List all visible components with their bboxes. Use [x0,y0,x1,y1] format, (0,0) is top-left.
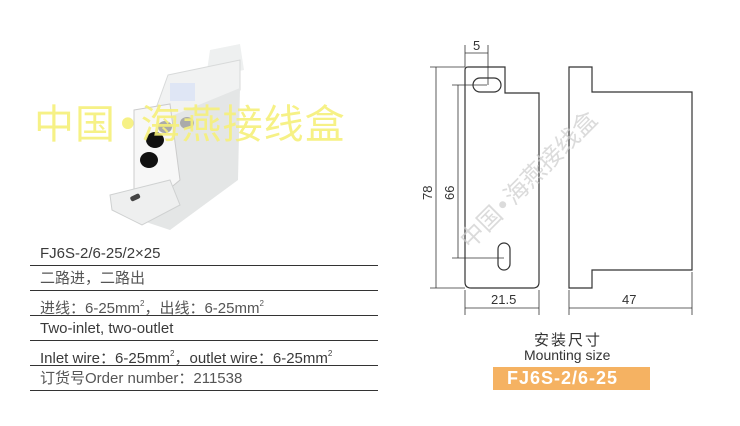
caption-cn: 安装尺寸 [534,332,603,349]
caption-en: Mounting size [524,347,611,363]
diagonal-watermark: 中国•海燕接线盒 [454,106,603,255]
model-badge: FJ6S-2/6-25 [493,367,650,390]
side-view-outline [568,66,693,289]
watermark-text: 中国•海燕接线盒 [34,102,346,148]
dim-slot: 5 [473,38,480,53]
dim-width: 21.5 [491,292,516,307]
spec-order-number: 订货号Order number：211538 [30,366,378,391]
spec-wire-en: Inlet wire：6-25mm2，outlet wire：6-25mm2 [30,341,378,367]
dim-depth: 47 [622,292,636,307]
mounting-plate-outline [464,66,540,289]
spec-config-en: Two-inlet, two-outlet [30,316,378,341]
dim-height: 78 [420,186,435,200]
spec-wire-cn: 进线：6-25mm2，出线：6-25mm2 [30,291,378,317]
dim-hole-pitch: 66 [442,186,457,200]
product-photo: 中国•海燕接线盒 [30,30,380,240]
spec-model: FJ6S-2/6-25/2×25 [30,241,378,266]
bottom-slot [497,242,511,271]
spec-config-cn: 二路进，二路出 [30,266,378,291]
